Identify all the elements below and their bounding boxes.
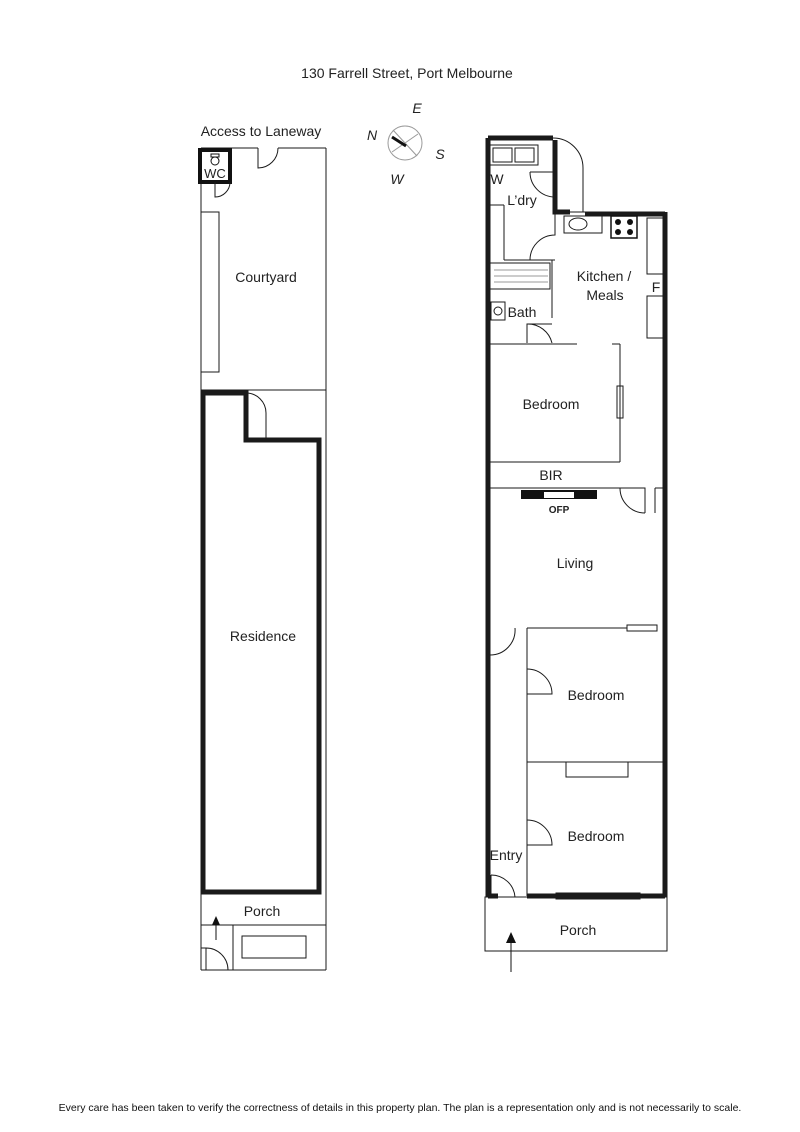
cooktop (610, 215, 638, 239)
porch-outline (484, 896, 668, 952)
property-address: 130 Farrell Street, Port Melbourne (301, 65, 513, 81)
disclaimer: Every care has been taken to verify the … (58, 1102, 742, 1114)
courtyard-label: Courtyard (235, 269, 296, 285)
bedroom-1-label: Bedroom (523, 396, 580, 412)
fireplace-ofp: OFP (521, 490, 597, 516)
laundry-label: L’dry (507, 192, 537, 208)
bedroom-3-label: Bedroom (568, 828, 625, 844)
living-label: Living (557, 555, 594, 571)
front-entry-arrow-icon (506, 932, 516, 972)
compass-w: W (390, 171, 405, 187)
basin (490, 301, 506, 321)
access-to-laneway-label: Access to Laneway (201, 123, 322, 139)
bathtub (489, 262, 551, 290)
porch-planter (241, 935, 307, 959)
compass-n: N (367, 127, 378, 143)
wc-label: WC (204, 166, 226, 181)
residence-label: Residence (230, 628, 296, 644)
meals-label: Meals (586, 287, 623, 303)
ofp-label: OFP (549, 505, 570, 516)
entry-label: Entry (490, 847, 523, 863)
compass-icon: N E S W (367, 100, 445, 187)
bedroom-2-label: Bedroom (568, 687, 625, 703)
kitchen-sink (563, 215, 603, 234)
kitchen-label: Kitchen / (577, 268, 632, 284)
compass-e: E (412, 100, 422, 116)
courtyard-bench (200, 211, 220, 373)
site-entry-arrow-icon (212, 916, 220, 940)
bir-label: BIR (539, 467, 562, 483)
floor-porch-label: Porch (560, 922, 597, 938)
site-plan: Access to Laneway WC Courtyard Residence… (198, 123, 327, 971)
floor-plan: W L’dry F Kitchen / Meals (484, 135, 668, 972)
compass-s: S (435, 146, 445, 162)
bath-label: Bath (508, 304, 537, 320)
site-porch-label: Porch (244, 903, 281, 919)
laundry-trough (489, 144, 539, 166)
washer-label: W (490, 171, 504, 187)
wc-room: WC (198, 148, 232, 198)
fridge-label: F (652, 279, 661, 295)
